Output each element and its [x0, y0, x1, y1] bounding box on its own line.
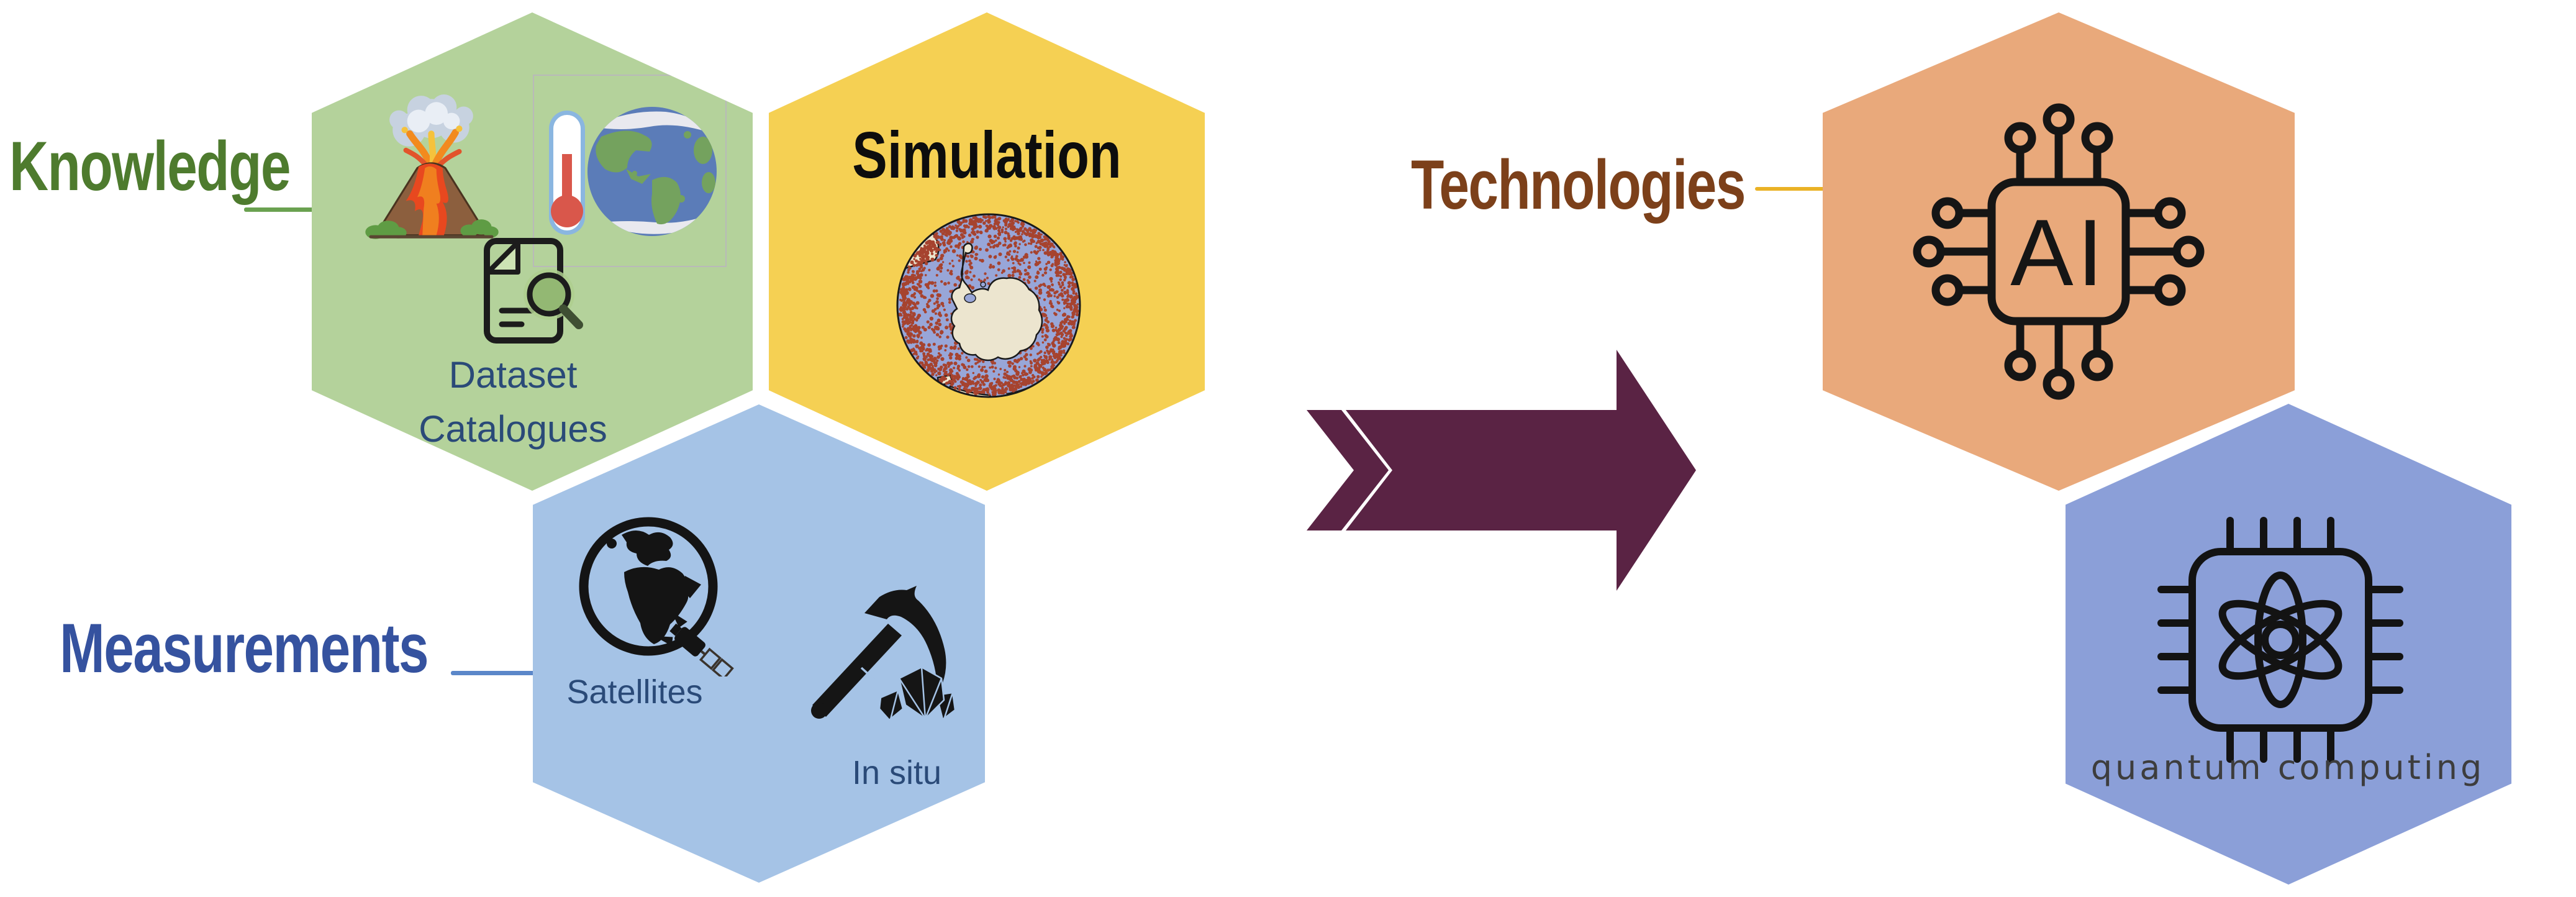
satellites-caption: Satellites: [566, 673, 703, 711]
hexagon-quantum: quantum computing: [2066, 404, 2511, 885]
satellite-icon: [654, 611, 734, 676]
dataset-caption-line2: Catalogues: [419, 408, 607, 450]
in-situ-caption: In situ: [851, 754, 942, 791]
volcano-icon: [365, 94, 499, 239]
hexagon-measurements: Satellites In situ: [533, 404, 985, 883]
globe-satellite-icon: [579, 517, 734, 676]
rock-hammer-minerals-icon: [811, 586, 956, 721]
knowledge-label: Knowledge: [9, 127, 291, 205]
ai-chip-icon: AI: [1913, 103, 2205, 400]
knowledge-connector-line: [244, 207, 315, 212]
measurements-label: Measurements: [60, 609, 429, 687]
quantum-chip-icon: [2157, 517, 2403, 763]
hexagon-knowledge: Dataset Catalogues: [312, 12, 753, 491]
climate-image-frame: [533, 75, 727, 267]
technologies-label: Technologies: [1411, 146, 1746, 224]
earth-globe-icon: [587, 107, 717, 236]
hexagon-ai: AI: [1823, 12, 2295, 491]
quantum-computing-caption: quantum computing: [2090, 748, 2485, 787]
thermometer-icon: [549, 111, 585, 235]
technologies-connector-line: [1755, 187, 1826, 191]
flow-arrow-icon: [1307, 350, 1696, 591]
dataset-caption-line1: Dataset: [448, 354, 578, 396]
antarctica-simulation-globe-icon: [896, 213, 1081, 398]
ai-chip-text: AI: [2010, 200, 2107, 306]
hexagon-simulation: Simulation: [769, 12, 1205, 491]
measurements-connector-line: [451, 671, 537, 675]
simulation-title: Simulation: [852, 119, 1122, 192]
document-search-icon: [484, 238, 583, 344]
antarctica-landmass: [950, 242, 1043, 362]
thermometer-globe-icon: [549, 107, 717, 236]
dataset-catalogues-caption: Dataset Catalogues: [389, 348, 637, 456]
